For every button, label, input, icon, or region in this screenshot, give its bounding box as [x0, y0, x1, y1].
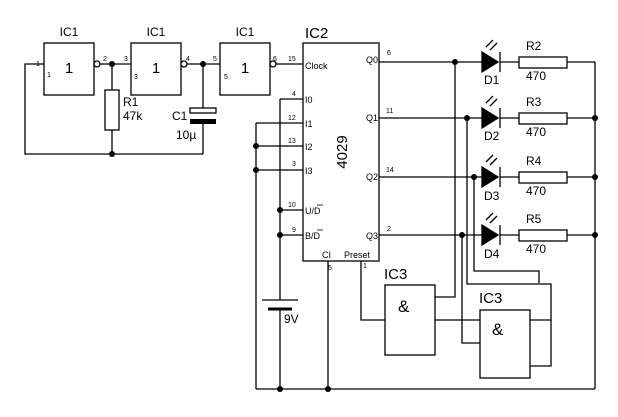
r1-value: 47k	[123, 109, 143, 123]
ic3-gate-a: & IC3	[384, 266, 436, 356]
ic2-i1-label: I1	[305, 119, 313, 129]
gate2-pin-in-outside: 3	[124, 56, 128, 63]
ic2-label: IC2	[305, 25, 328, 42]
ic2-clock-label: Clock	[305, 61, 328, 71]
r3-value: 470	[526, 125, 546, 139]
gate1-bubble	[93, 60, 101, 68]
svg-text:3: 3	[292, 161, 296, 168]
ic2-q2-label: Q2	[366, 172, 378, 182]
gate3-label: IC1	[236, 25, 255, 39]
c1-value: 10µ	[176, 128, 196, 142]
led-d4-label: D4	[484, 247, 500, 261]
gate2-pin-out: 4	[186, 56, 190, 63]
svg-text:13: 13	[288, 138, 296, 145]
resistor-r1: R1 47k	[104, 89, 143, 131]
r1-name: R1	[123, 95, 139, 109]
gate1-pin-in: 1	[47, 72, 51, 79]
c1-name: C1	[172, 109, 188, 123]
ic2-q3-label: Q3	[366, 231, 378, 241]
ic2-q0-label: Q0	[366, 55, 378, 65]
ic2-i0-label: I0	[305, 95, 313, 105]
output-q1: D2 R3 470	[379, 95, 598, 143]
output-q2: D3 R4 470	[379, 154, 598, 203]
ic1-gate-2: 1 IC1 3 3 4	[124, 25, 190, 96]
svg-text:11: 11	[386, 108, 393, 115]
ic2-i3-label: I3	[305, 166, 313, 176]
ic2-q1-label: Q1	[366, 113, 378, 123]
svg-text:15: 15	[288, 56, 296, 63]
gate2-pin-in: 3	[134, 74, 138, 81]
r4-name: R4	[526, 154, 542, 168]
gate1-symbol: 1	[65, 60, 73, 77]
oscillator-wiring	[24, 61, 303, 157]
and-gate-b-symbol: &	[492, 320, 504, 339]
gate2-symbol: 1	[152, 60, 160, 77]
r4-value: 470	[526, 184, 546, 198]
gate3-pin-out: 6	[273, 56, 277, 63]
led-d3-label: D3	[484, 189, 500, 203]
gate1-label: IC1	[60, 25, 79, 39]
ic2-part: 4029	[334, 135, 351, 168]
r5-name: R5	[526, 212, 542, 226]
and-gate-a-symbol: &	[398, 297, 410, 316]
svg-text:4: 4	[292, 91, 296, 98]
ic2-preset-label: Preset	[344, 250, 371, 260]
and-gate-wiring	[435, 62, 552, 367]
ic2-ci-label: CI	[322, 250, 331, 260]
svg-text:2: 2	[387, 226, 391, 233]
svg-text:6: 6	[387, 50, 391, 57]
ic2-input-wiring	[253, 98, 385, 392]
svg-text:1: 1	[363, 263, 367, 270]
ic2-bd-label: B/D	[305, 231, 321, 241]
gate2-label: IC1	[147, 25, 166, 39]
svg-text:14: 14	[386, 167, 394, 174]
capacitor-c1: C1 10µ	[172, 107, 217, 142]
led-d1-label: D1	[484, 73, 500, 87]
r3-name: R3	[526, 95, 542, 109]
ic2-ud-label: U/D	[305, 206, 321, 216]
ic1-gate-1: 1 IC1 1 1 2	[36, 25, 107, 96]
output-q0: D1 R2 470	[379, 39, 595, 87]
battery-9v: 9V	[262, 299, 299, 389]
gate3-symbol: 1	[241, 60, 249, 77]
ic2-counter: IC2 4029 Clock I0 I1 I2 I3 U/D B/D CI Pr…	[288, 25, 394, 272]
ic3-gate-a-label: IC3	[384, 266, 407, 283]
battery-label: 9V	[284, 312, 299, 326]
r5-value: 470	[526, 242, 546, 256]
svg-text:9: 9	[292, 227, 296, 234]
led-d2-label: D2	[484, 129, 500, 143]
gate3-pin-in-outside: 5	[213, 56, 217, 63]
r2-value: 470	[526, 69, 546, 83]
ic3-gate-b: & IC3	[479, 290, 531, 379]
svg-text:12: 12	[288, 115, 296, 122]
svg-text:10: 10	[288, 202, 296, 209]
ic3-gate-b-label: IC3	[479, 290, 502, 307]
output-q3: D4 R5 470	[379, 212, 598, 261]
gate3-pin-in: 5	[224, 74, 228, 81]
r2-name: R2	[526, 39, 542, 53]
ic2-i2-label: I2	[305, 142, 313, 152]
ic1-gate-3: 1 IC1 5 5 6	[213, 25, 277, 96]
svg-text:5: 5	[328, 265, 332, 272]
gate1-pin-out: 2	[103, 56, 107, 63]
